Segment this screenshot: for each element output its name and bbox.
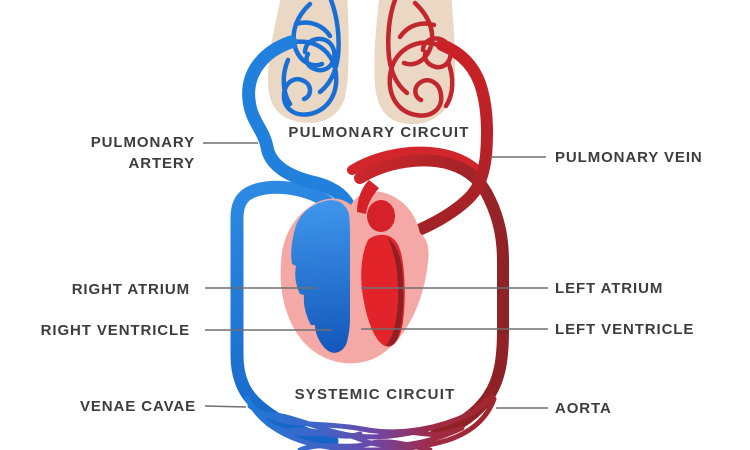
- label-left-ventricle: LEFT VENTRICLE: [555, 321, 695, 338]
- left-lung: [263, 0, 349, 123]
- leader-lines: [203, 142, 548, 409]
- label-pulmonary-artery-line2: ARTERY: [128, 155, 195, 172]
- label-pulmonary-circuit: PULMONARY CIRCUIT: [288, 124, 470, 141]
- leader-venae-cavae: [204, 405, 247, 408]
- heart-left-ventricle-shadow: [386, 238, 404, 346]
- label-right-ventricle: RIGHT VENTRICLE: [40, 322, 190, 339]
- heart-right-side-blue: [291, 200, 350, 353]
- label-pulmonary-vein: PULMONARY VEIN: [555, 149, 703, 166]
- aortic-arch-highlight: [347, 146, 484, 177]
- label-left-atrium: LEFT ATRIUM: [555, 280, 664, 297]
- venae-cavae-vessel: [230, 180, 339, 448]
- label-aorta: AORTA: [555, 400, 612, 417]
- heart-left-ventricle-red: [361, 234, 405, 347]
- label-venae-cavae: VENAE CAVAE: [79, 398, 196, 415]
- right-lung: [374, 0, 461, 125]
- pulmonary-trunk-stub: [357, 180, 379, 214]
- heart-left-atrium-red: [367, 200, 395, 232]
- label-pulmonary-artery-line1: PULMONARY: [90, 134, 195, 151]
- heart: [280, 180, 429, 364]
- right-lung-capillaries: [386, 0, 461, 118]
- label-right-atrium: RIGHT ATRIUM: [71, 281, 190, 298]
- label-pulmonary-artery: PULMONARY ARTERY: [91, 132, 195, 174]
- systemic-capillary-mesh: [244, 393, 497, 450]
- label-systemic-circuit: SYSTEMIC CIRCUIT: [294, 386, 456, 403]
